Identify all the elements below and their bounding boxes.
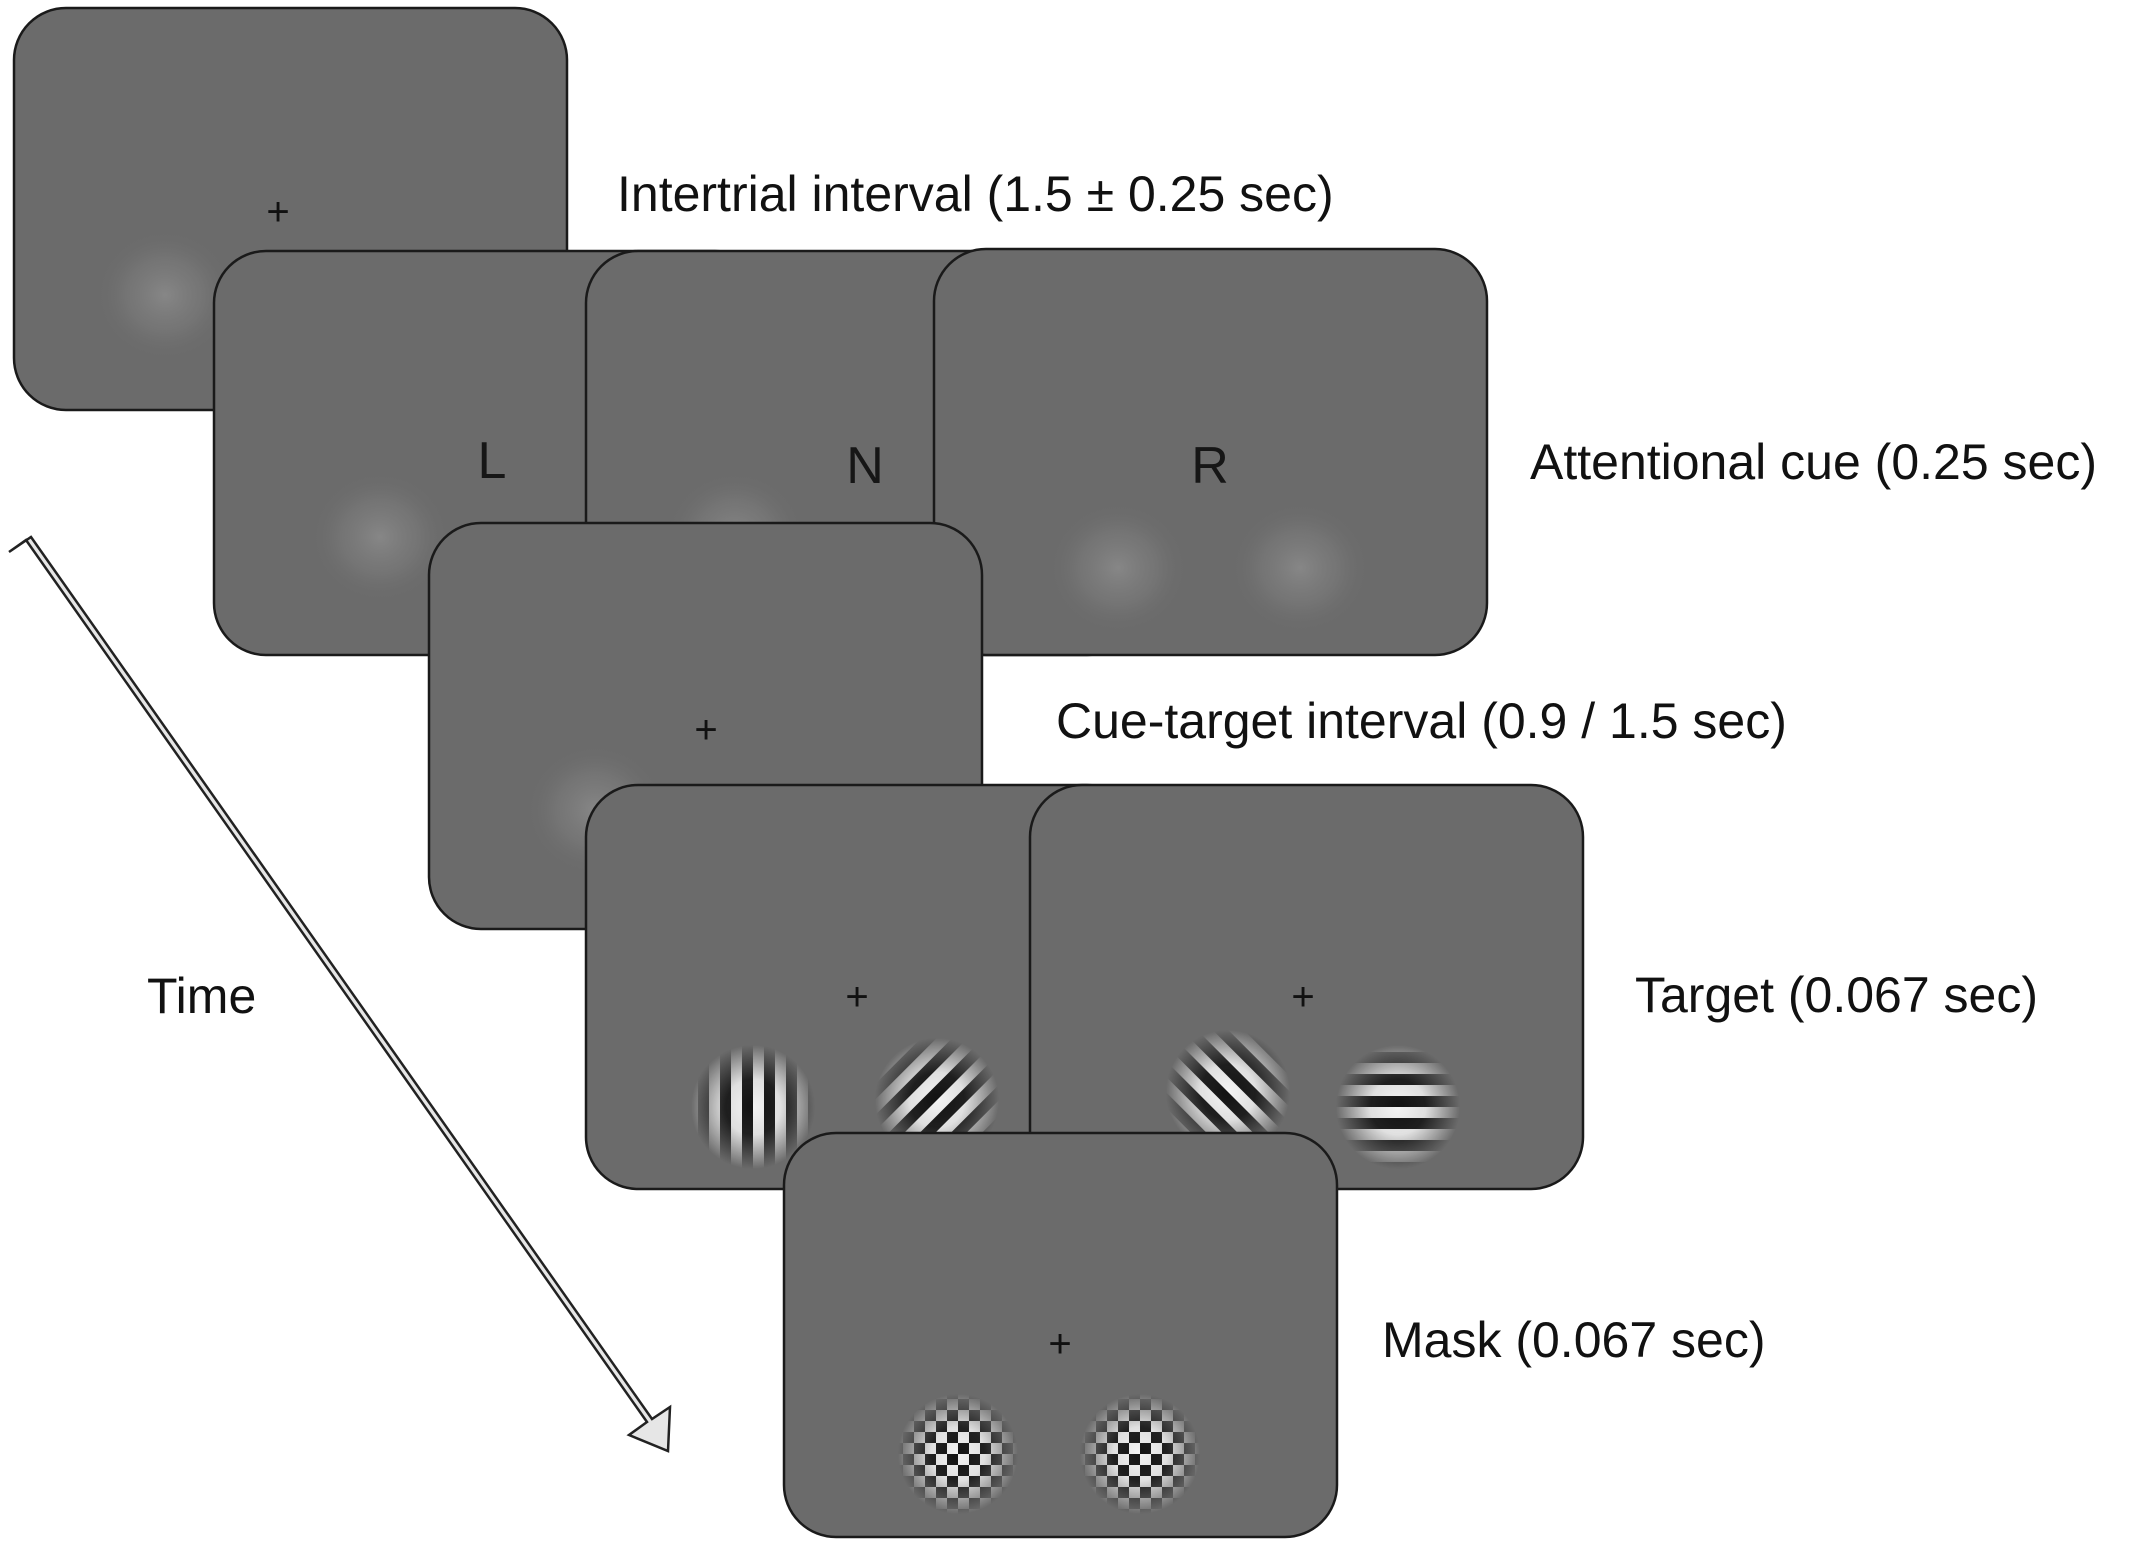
- cue-letter-l: L: [478, 432, 507, 490]
- cue-letter-r: R: [1191, 437, 1229, 495]
- label-time: Time: [147, 968, 256, 1024]
- target-screen-1: +: [584, 783, 1141, 1191]
- label-intertrial: Intertrial interval (1.5 ± 0.25 sec): [617, 166, 1334, 222]
- placeholder-blob: [1048, 502, 1188, 634]
- checker-mask-right: [1080, 1394, 1200, 1514]
- label-cue: Attentional cue (0.25 sec): [1530, 434, 2097, 490]
- target-screen-2: +: [1028, 783, 1585, 1191]
- mask-screen: +: [782, 1131, 1339, 1539]
- label-target: Target (0.067 sec): [1635, 967, 2038, 1023]
- gabor-horizontal: [1336, 1045, 1460, 1169]
- checker-mask-left: [898, 1394, 1018, 1514]
- gabor-vertical: [691, 1045, 815, 1169]
- fixation-cross: +: [266, 190, 289, 234]
- time-arrow: [8, 535, 672, 1453]
- label-cue-target: Cue-target interval (0.9 / 1.5 sec): [1056, 693, 1787, 749]
- cue-screen-right: R: [932, 247, 1489, 657]
- placeholder-blob: [310, 471, 450, 603]
- label-mask: Mask (0.067 sec): [1382, 1312, 1765, 1368]
- placeholder-blob: [1230, 502, 1370, 634]
- fixation-cross: +: [1048, 1322, 1071, 1366]
- cue-letter-n: N: [846, 437, 884, 495]
- fixation-cross: +: [845, 975, 868, 1019]
- fixation-cross: +: [694, 708, 717, 752]
- placeholder-blob: [95, 229, 235, 361]
- fixation-cross: +: [1291, 975, 1314, 1019]
